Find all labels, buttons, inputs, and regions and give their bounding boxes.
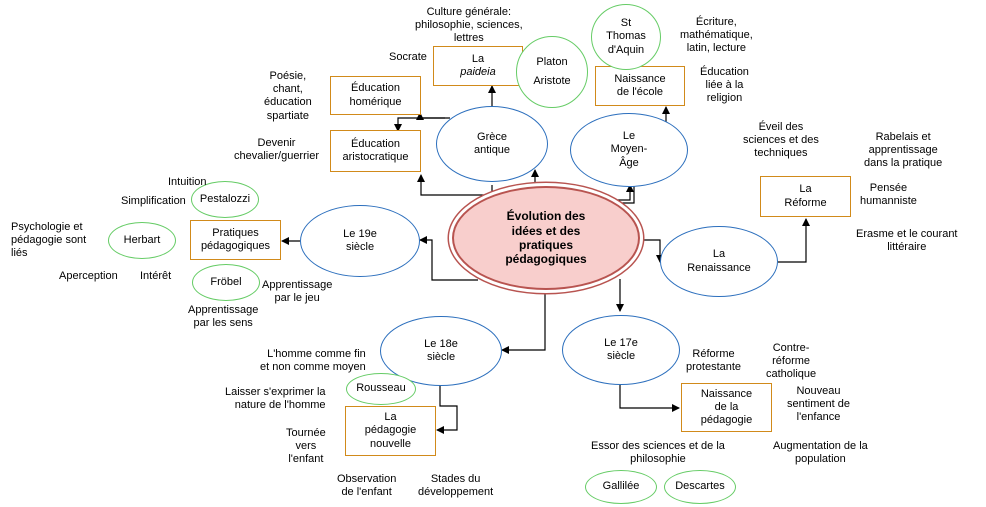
herbart-label: Herbart <box>123 233 161 246</box>
psychologie-text: Psychologie et pédagogie sont liés <box>11 221 87 260</box>
edge-renaissance-reforme <box>778 218 810 263</box>
node-homerique: Éducation homérique <box>330 76 421 115</box>
paideia-line1: La <box>471 52 485 65</box>
reforme-protestante-text: Réforme protestante <box>686 348 742 374</box>
node-renaissance: La Renaissance <box>660 226 778 297</box>
aristote-label: Aristote <box>533 75 571 87</box>
rabelais-text: Rabelais et apprentissage dans la pratiq… <box>864 131 943 170</box>
node-paideia: La paideia <box>433 46 523 86</box>
node-19e: Le 19e siècle <box>300 205 420 277</box>
edge-greece-homerique <box>416 112 450 120</box>
edge-center-19e <box>419 236 478 281</box>
node-rousseau: Rousseau <box>346 373 416 405</box>
culture-text: Culture générale: philosophie, sciences,… <box>415 6 523 45</box>
renaissance-label: La Renaissance <box>687 248 751 274</box>
simplification-text: Simplification <box>121 195 186 207</box>
central-topic: Évolution des idées et des pratiques péd… <box>452 186 640 290</box>
essor-text: Essor des sciences et de la philosophie <box>591 440 725 466</box>
moyen-age-label: Le Moyen- Âge <box>610 130 648 169</box>
edge-greece-aristocratique <box>394 117 445 132</box>
node-pedagogie-nouvelle: La pédagogie nouvelle <box>345 406 436 456</box>
eveil-text: Éveil des sciences et des techniques <box>743 121 819 160</box>
thomas-label: St Thomas d'Aquin <box>606 17 646 56</box>
devenir-text: Devenir chevalier/guerrier <box>234 137 319 163</box>
platon-label: Platon <box>536 55 568 68</box>
aperception-text: Aperception <box>59 270 118 282</box>
17e-label: Le 17e siècle <box>604 336 638 362</box>
descartes-label: Descartes <box>675 480 725 493</box>
node-18e: Le 18e siècle <box>380 316 502 386</box>
naissance-ecole-label: Naissance de l'école <box>614 72 666 98</box>
naissance-pedagogie-label: Naissance de la pédagogie <box>700 387 753 427</box>
nouveau-sentiment-text: Nouveau sentiment de l'enfance <box>787 385 850 424</box>
contre-reforme-text: Contre- réforme catholique <box>766 342 817 381</box>
node-17e: Le 17e siècle <box>562 315 680 385</box>
homme-fin-text: L'homme comme fin et non comme moyen <box>260 348 366 374</box>
node-gallilee: Gallilée <box>585 470 657 504</box>
frobel-label: Fröbel <box>210 275 242 288</box>
node-platon-aristote: Platon Aristote <box>516 36 588 108</box>
socrate-text: Socrate <box>389 51 427 63</box>
erasme-text: Erasme et le courant littéraire <box>856 228 958 254</box>
node-aristocratique: Éducation aristocratique <box>330 130 421 172</box>
gallilee-label: Gallilée <box>602 480 640 493</box>
interet-text: Intérêt <box>140 270 172 282</box>
intuition-text: Intuition <box>168 176 207 188</box>
node-pestalozzi: Pestalozzi <box>191 181 259 218</box>
augmentation-text: Augmentation de la population <box>773 440 868 466</box>
edge-center-renaissance <box>640 239 664 263</box>
reforme-label: La Réforme <box>784 183 827 209</box>
tournee-text: Tournée vers l'enfant <box>286 427 326 466</box>
greece-label: Grèce antique <box>473 130 511 156</box>
edge-17e-naissance <box>619 385 680 412</box>
religion-text: Éducation liée à la religion <box>700 66 749 105</box>
poesie-text: Poésie, chant, éducation spartiate <box>264 70 312 122</box>
laisser-text: Laisser s'exprimer la nature de l'homme <box>225 386 326 412</box>
18e-label: Le 18e siècle <box>424 337 458 363</box>
node-moyen-age: Le Moyen- Âge <box>570 113 688 187</box>
node-frobel: Fröbel <box>192 264 260 301</box>
node-naissance-ecole: Naissance de l'école <box>595 66 685 106</box>
edge-center-moyenage <box>612 184 634 201</box>
node-naissance-pedagogie: Naissance de la pédagogie <box>681 383 772 432</box>
ecriture-text: Écriture, mathématique, latin, lecture <box>680 16 753 55</box>
pratiques-label: Pratiques pédagogiques <box>200 226 271 252</box>
19e-label: Le 19e siècle <box>343 227 377 253</box>
node-pratiques: Pratiques pédagogiques <box>190 220 281 260</box>
stades-text: Stades du développement <box>418 473 494 499</box>
apprentissage-sens-text: Apprentissage par les sens <box>188 304 259 330</box>
node-thomas: St Thomas d'Aquin <box>591 4 661 70</box>
node-herbart: Herbart <box>108 222 176 259</box>
edge-center-18e <box>501 290 546 354</box>
apprentissage-jeu-text: Apprentissage par le jeu <box>262 279 333 305</box>
central-topic-label: Évolution des idées et des pratiques péd… <box>505 209 587 267</box>
pestalozzi-label: Pestalozzi <box>199 192 251 205</box>
node-descartes: Descartes <box>664 470 736 504</box>
node-greece: Grèce antique <box>436 106 548 182</box>
edge-center-aristocratique <box>417 174 493 196</box>
humaniste-text: Pensée humanniste <box>860 182 917 208</box>
rousseau-label: Rousseau <box>356 382 406 395</box>
observation-text: Observation de l'enfant <box>337 473 397 499</box>
pedagogie-nouvelle-label: La pédagogie nouvelle <box>364 411 417 450</box>
node-reforme: La Réforme <box>760 176 851 217</box>
homerique-label: Éducation homérique <box>349 82 402 108</box>
aristocratique-label: Éducation aristocratique <box>342 137 409 163</box>
paideia-line2: paideia <box>460 66 496 78</box>
edge-18e-nouvelle <box>436 385 458 434</box>
